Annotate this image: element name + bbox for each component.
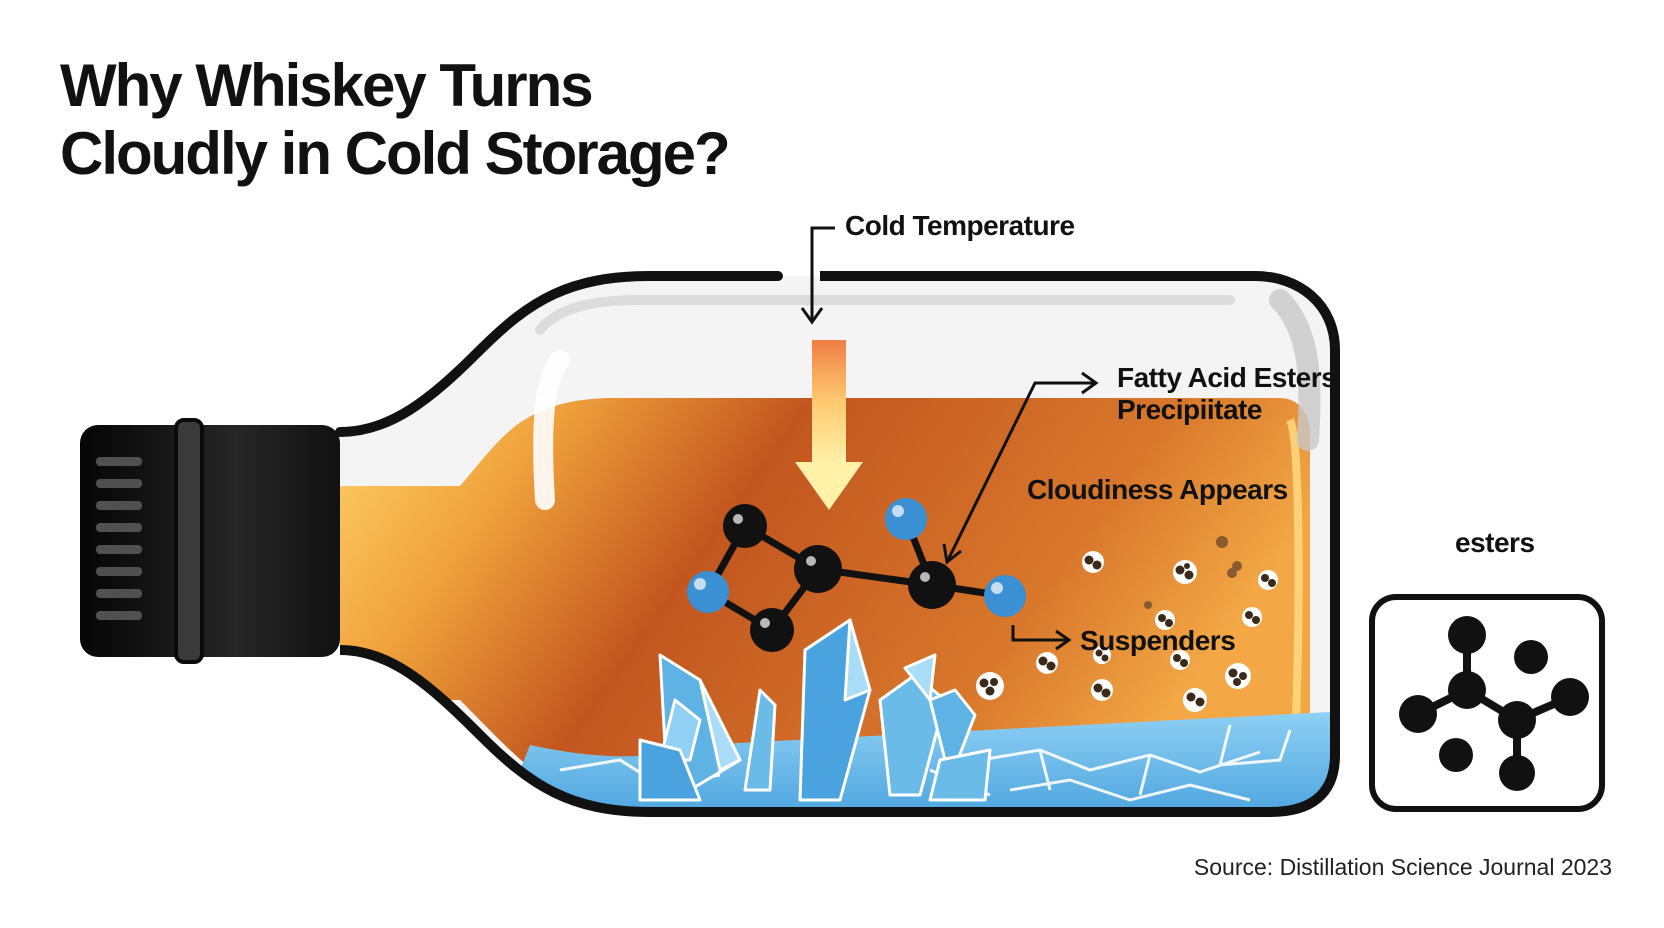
label-esters: esters — [1455, 527, 1535, 558]
title-line-2: Cloudly in Cold Storage? — [60, 120, 731, 187]
suspenders-pointer — [1011, 625, 1072, 651]
whiskey-liquid — [340, 398, 1310, 810]
page-title: Why Whiskey Turns Cloudly in Cold Storag… — [60, 52, 731, 188]
source-citation: Source: Distillation Science Journal 202… — [1193, 854, 1612, 880]
label-cloudiness-appears: Cloudiness Appears — [1027, 474, 1288, 505]
sediment-particles — [976, 536, 1278, 712]
molecule-icon — [687, 498, 1026, 652]
ice-crystal-icon — [638, 618, 992, 802]
label-fatty-acid-esters: Fatty Acid Esters Precipiitate — [1117, 362, 1337, 426]
bottle-cap-icon — [80, 418, 340, 664]
bottle-body — [335, 271, 1340, 817]
title-line-1: Why Whiskey Turns — [60, 52, 594, 119]
label-fatty-acid-line-2: Precipiitate — [1117, 394, 1262, 425]
down-arrow-icon — [795, 340, 863, 510]
label-suspenders: Suspenders — [1080, 625, 1236, 656]
ester-molecule-icon — [1369, 594, 1605, 812]
fatty-acid-pointer — [942, 371, 1099, 565]
label-cold-temperature: Cold Temperature — [845, 210, 1075, 241]
label-fatty-acid-line-1: Fatty Acid Esters — [1117, 362, 1337, 393]
cold-temperature-pointer — [800, 226, 835, 325]
